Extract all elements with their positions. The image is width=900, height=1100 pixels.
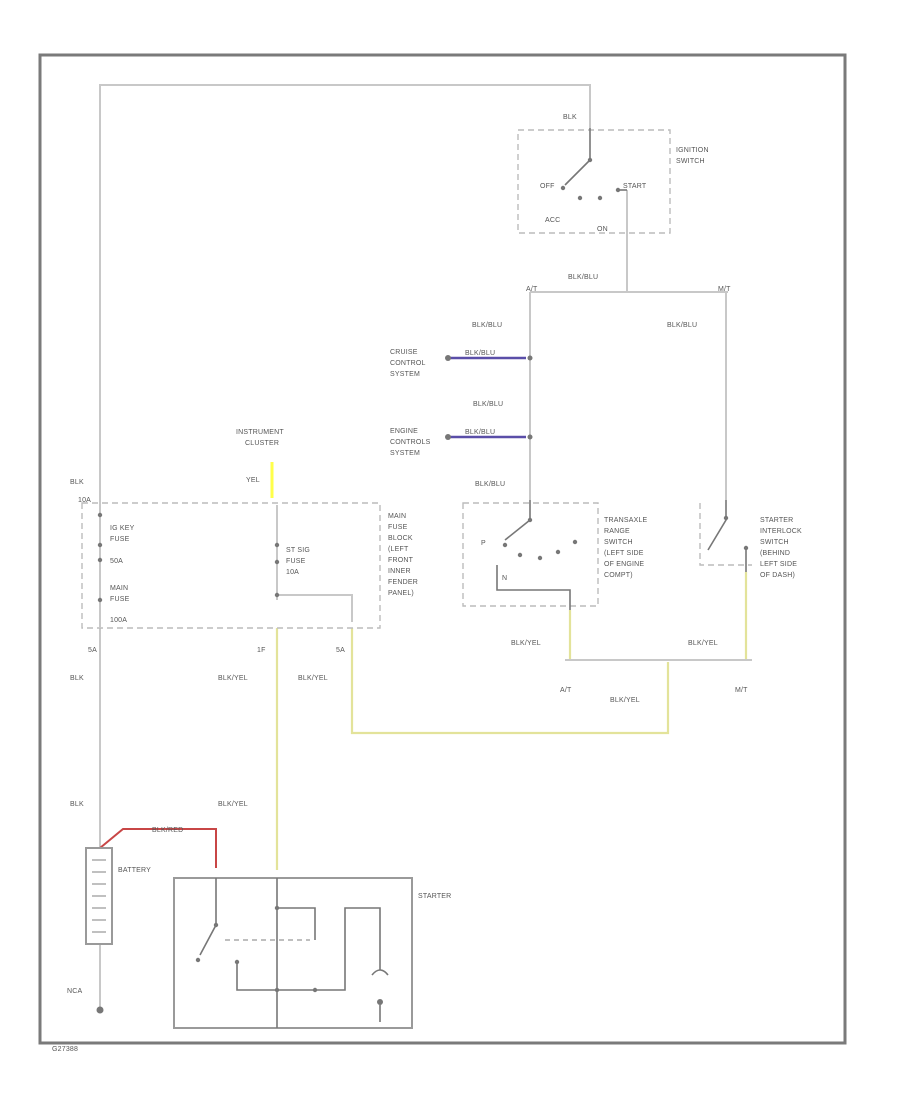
- label-blk-yel-trans: BLK/YEL: [511, 640, 541, 647]
- label-blk-low: BLK: [70, 801, 84, 808]
- label-blk-yel-mid: BLK/YEL: [218, 675, 248, 682]
- label-interlock-interlock: INTERLOCK: [760, 528, 802, 535]
- label-fuse-st-amp: 10A: [286, 569, 299, 576]
- label-fuse-block-fuse: FUSE: [388, 524, 408, 531]
- label-cruise-wire: BLK/BLU: [465, 350, 495, 357]
- label-blk-yel-right: BLK/YEL: [298, 675, 328, 682]
- label-engine: ENGINE: [390, 428, 418, 435]
- label-fuse-block-fender: FENDER: [388, 579, 418, 586]
- label-ign-acc: ACC: [545, 217, 560, 224]
- label-engine-system: SYSTEM: [390, 450, 420, 457]
- battery-cable: [99, 828, 217, 868]
- label-battery: BATTERY: [118, 867, 151, 874]
- label-fuse-key: IG KEY: [110, 525, 135, 532]
- label-pin-1f: 1F: [257, 647, 266, 654]
- label-blk-mid: BLK: [70, 675, 84, 682]
- label-ign-on: ON: [597, 226, 608, 233]
- battery: [85, 847, 113, 1014]
- label-at-bottom: A/T: [560, 687, 572, 694]
- label-interlock-switch: SWITCH: [760, 539, 789, 546]
- label-fuse-block-main: MAIN: [388, 513, 406, 520]
- label-trans-n: N: [502, 575, 507, 582]
- label-cruise-control: CONTROL: [390, 360, 426, 367]
- labels: BLK IGNITION SWITCH OFF START ACC ON BLK…: [52, 114, 802, 1053]
- label-pin-5a-left: 5A: [88, 647, 97, 654]
- ignition-switch[interactable]: [517, 128, 671, 234]
- label-at-top: A/T: [526, 286, 538, 293]
- label-blk-yel-inter: BLK/YEL: [688, 640, 718, 647]
- label-engine-controls: CONTROLS: [390, 439, 431, 446]
- label-blk-yel-bottom: BLK/YEL: [610, 697, 640, 704]
- main-fuse-block: [81, 502, 381, 629]
- label-fuse-key-fuse: FUSE: [110, 536, 130, 543]
- label-interlock-behind: (BEHIND: [760, 550, 790, 557]
- label-ign-start: START: [623, 183, 647, 190]
- label-starter: STARTER: [418, 893, 451, 900]
- label-blk-left: BLK: [70, 479, 84, 486]
- label-cruise: CRUISE: [390, 349, 418, 356]
- yellow-wires: [270, 462, 752, 870]
- label-ignition: IGNITION: [676, 147, 709, 154]
- label-fuse-pin-top: 10A: [78, 497, 91, 504]
- label-mt-top: M/T: [718, 286, 731, 293]
- label-pin-5a-right: 5A: [336, 647, 345, 654]
- label-trans-p: P: [481, 540, 486, 547]
- diagram-frame: [38, 53, 847, 1045]
- transaxle-range-switch[interactable]: [462, 500, 599, 610]
- label-fuse-block-left: (LEFT: [388, 546, 409, 553]
- label-instrument: INSTRUMENT: [236, 429, 284, 436]
- label-fuse-main: MAIN: [110, 585, 128, 592]
- label-mt-bottom: M/T: [735, 687, 748, 694]
- label-trans-range: RANGE: [604, 528, 630, 535]
- label-fuse-key-amp: 50A: [110, 558, 123, 565]
- starter: [173, 877, 413, 1029]
- label-fuse-main-fuse: FUSE: [110, 596, 130, 603]
- label-ign-off: OFF: [540, 183, 555, 190]
- label-instrument-cluster: CLUSTER: [245, 440, 279, 447]
- main-power-wires: [99, 84, 728, 1010]
- label-trans-switch: SWITCH: [604, 539, 633, 546]
- label-fuse-block-block: BLOCK: [388, 535, 413, 542]
- label-fuse-block-panel: PANEL): [388, 590, 414, 597]
- label-fuse-block-front: FRONT: [388, 557, 414, 564]
- label-fuse-main-amp: 100A: [110, 617, 127, 624]
- label-interlock: STARTER: [760, 517, 793, 524]
- label-blk-blu-right: BLK/BLU: [667, 322, 697, 329]
- label-footer: G27388: [52, 1046, 78, 1053]
- label-blk-blu-trans: BLK/BLU: [475, 481, 505, 488]
- label-yel: YEL: [246, 477, 260, 484]
- label-blk-red: BLK/RED: [152, 827, 183, 834]
- label-nca: NCA: [67, 988, 83, 995]
- label-fuse-block-inner: INNER: [388, 568, 411, 575]
- label-ignition-switch: SWITCH: [676, 158, 705, 165]
- label-blk-blu-mid: BLK/BLU: [473, 401, 503, 408]
- label-trans-engine: OF ENGINE: [604, 561, 644, 568]
- label-fuse-st: ST SIG: [286, 547, 310, 554]
- starter-interlock-switch[interactable]: [699, 500, 752, 572]
- label-cruise-system: SYSTEM: [390, 371, 420, 378]
- label-trans-left: (LEFT SIDE: [604, 550, 644, 557]
- label-interlock-left: LEFT SIDE: [760, 561, 797, 568]
- label-engine-wire: BLK/BLU: [465, 429, 495, 436]
- label-trans: TRANSAXLE: [604, 517, 648, 524]
- label-blk-blu-left: BLK/BLU: [472, 322, 502, 329]
- label-blk-blu-top: BLK/BLU: [568, 274, 598, 281]
- label-interlock-dash: OF DASH): [760, 572, 795, 579]
- label-fuse-st-fuse: FUSE: [286, 558, 306, 565]
- label-blk-top: BLK: [563, 114, 577, 121]
- label-blk-yel-low: BLK/YEL: [218, 801, 248, 808]
- label-trans-compt: COMPT): [604, 572, 633, 579]
